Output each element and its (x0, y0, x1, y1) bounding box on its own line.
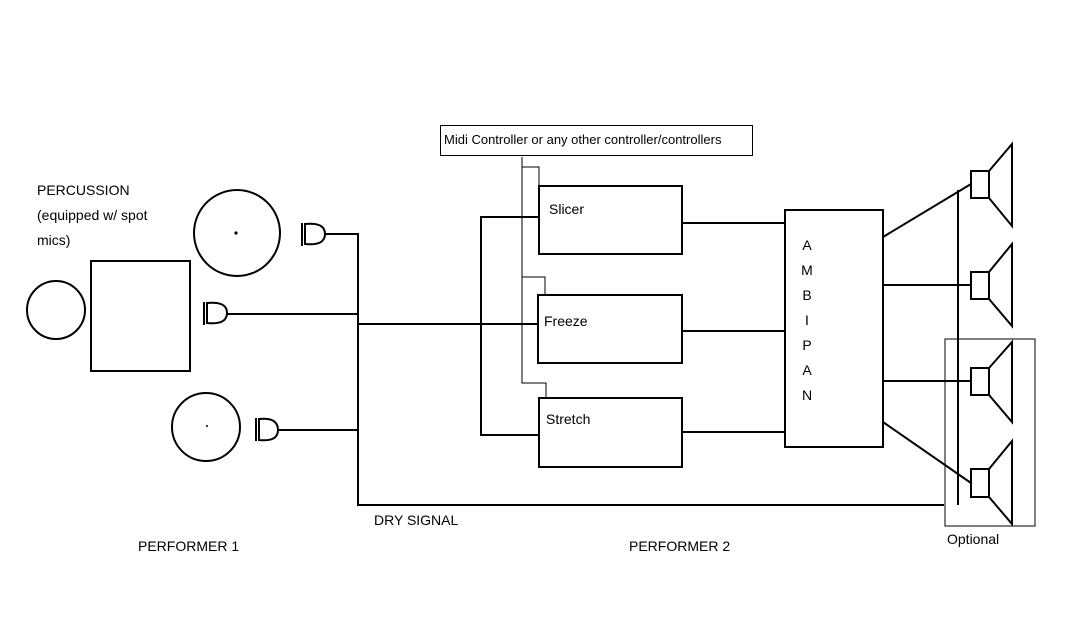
slicer-box (538, 185, 683, 255)
ambipan-letter-a: A (802, 237, 812, 253)
percussion-note-line1: (equipped w/ spot (37, 207, 148, 223)
controller-box (440, 125, 753, 156)
microphone-icon-2 (203, 301, 229, 325)
optional-label: Optional (947, 531, 1000, 547)
percussion-title: PERCUSSION (37, 182, 130, 198)
microphone-icon-3 (255, 417, 280, 442)
speaker-icon-1 (970, 141, 1013, 229)
ambipan-letter-b: B (802, 287, 812, 303)
ambipan-label: A M B I P A N (800, 233, 814, 408)
drum-medium-bottom (171, 392, 241, 462)
ambipan-letter-a2: A (802, 362, 812, 378)
percussion-note-line2: mics) (37, 232, 71, 248)
drum-small-left (26, 280, 86, 340)
ambipan-letter-n: N (801, 387, 813, 403)
optional-speakers-frame (944, 338, 1036, 527)
dry-signal-label: DRY SIGNAL (374, 512, 459, 528)
drum-large-top (193, 189, 281, 277)
controller-label: Midi Controller or any other controller/… (444, 132, 722, 147)
stretch-box (538, 397, 683, 468)
performer-1-label: PERFORMER 1 (138, 538, 240, 554)
speaker-icon-3 (970, 339, 1013, 425)
ambipan-letter-p: P (802, 337, 812, 353)
ambipan-letter-m: M (801, 262, 813, 278)
performer-2-label: PERFORMER 2 (629, 538, 731, 554)
freeze-box (537, 294, 683, 364)
speaker-icon-2 (970, 241, 1013, 329)
drum-square (90, 260, 191, 372)
ambipan-letter-i: I (805, 312, 809, 328)
stretch-label: Stretch (546, 411, 591, 427)
speaker-icon-4 (970, 438, 1013, 527)
freeze-label: Freeze (544, 313, 588, 329)
microphone-icon-1 (301, 222, 327, 246)
ambipan-box (784, 209, 884, 448)
slicer-label: Slicer (549, 201, 585, 217)
